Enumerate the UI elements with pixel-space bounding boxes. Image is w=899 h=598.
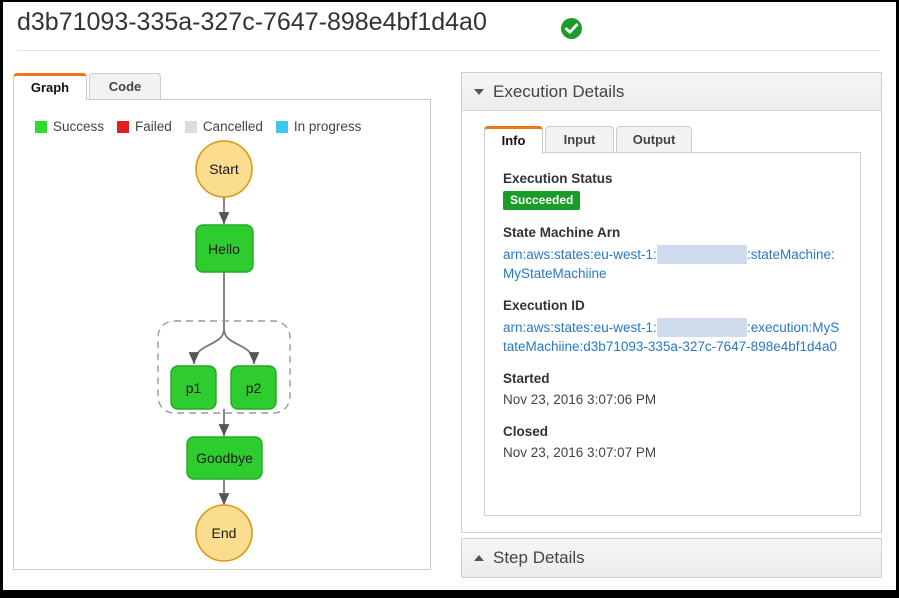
graph-node-p2-label: p2 xyxy=(246,380,262,396)
state-machine-arn-label: State Machine Arn xyxy=(503,225,621,240)
execution-details-header[interactable]: Execution Details xyxy=(462,73,881,111)
execution-details-title: Execution Details xyxy=(493,81,625,101)
page-header: d3b71093-335a-327c-7647-898e4bf1d4a0 xyxy=(11,4,888,52)
parallel-state-group xyxy=(157,320,291,414)
graph-node-goodbye[interactable]: Goodbye xyxy=(186,436,263,480)
legend-label-failed: Failed xyxy=(135,119,172,134)
triangle-down-icon[interactable] xyxy=(474,88,484,95)
tab-code[interactable]: Code xyxy=(89,73,161,100)
graph-node-start-label: Start xyxy=(209,161,239,177)
page-title: d3b71093-335a-327c-7647-898e4bf1d4a0 xyxy=(17,8,487,36)
tab-info[interactable]: Info xyxy=(484,126,543,154)
legend-label-success: Success xyxy=(53,119,105,134)
closed-value: Nov 23, 2016 3:07:07 PM xyxy=(503,445,657,460)
legend-label-cancelled: Cancelled xyxy=(202,119,263,134)
execution-details-body: Info Input Output Execution Status Succe… xyxy=(462,111,881,533)
execution-id-link[interactable]: arn:aws:states:eu-west-1:000000000000:ex… xyxy=(503,318,842,356)
state-machine-arn-suffix: :stateMachine:MyStateMachiine xyxy=(503,247,835,281)
legend-item-success: Success xyxy=(35,119,104,134)
legend-item-in-progress: In progress xyxy=(275,119,362,134)
tab-output[interactable]: Output xyxy=(616,126,692,154)
execution-details-panel: Execution Details Info Input Output Exec… xyxy=(461,72,882,533)
graph-node-hello[interactable]: Hello xyxy=(195,224,254,273)
graph-legend: Success Failed Cancelled In progress xyxy=(35,119,361,134)
graph-node-start[interactable]: Start xyxy=(195,140,253,198)
legend-swatch-in-progress xyxy=(275,120,288,133)
execution-id-prefix: arn:aws:states:eu-west-1: xyxy=(503,320,657,335)
field-execution-status: Execution Status Succeeded xyxy=(503,171,842,210)
state-machine-arn-prefix: arn:aws:states:eu-west-1: xyxy=(503,247,657,262)
edge-parallel-p1 xyxy=(188,328,225,365)
redacted-account-id: 000000000000 xyxy=(656,245,747,264)
field-state-machine-arn: State Machine Arn arn:aws:states:eu-west… xyxy=(503,225,842,283)
tab-input[interactable]: Input xyxy=(545,126,614,154)
graph-node-end-label: End xyxy=(212,525,237,541)
step-details-header[interactable]: Step Details xyxy=(462,539,881,577)
legend-item-failed: Failed xyxy=(117,119,172,134)
field-started: Started Nov 23, 2016 3:07:06 PM xyxy=(503,371,842,409)
graph-node-hello-label: Hello xyxy=(208,241,240,257)
graph-node-p1-label: p1 xyxy=(186,380,202,396)
legend-item-cancelled: Cancelled xyxy=(184,119,263,134)
graph-tabbar: Graph Code xyxy=(13,68,433,100)
graph-pane: Graph Code Success Failed Cancelled In p… xyxy=(13,68,433,572)
execution-status-label: Execution Status xyxy=(503,171,613,186)
success-check-icon xyxy=(560,17,583,40)
field-execution-id: Execution ID arn:aws:states:eu-west-1:00… xyxy=(503,298,842,356)
started-value: Nov 23, 2016 3:07:06 PM xyxy=(503,392,657,407)
legend-swatch-cancelled xyxy=(184,120,197,133)
graph-node-goodbye-label: Goodbye xyxy=(196,450,253,466)
status-badge: Succeeded xyxy=(503,191,581,210)
graph-node-end[interactable]: End xyxy=(195,504,253,562)
legend-swatch-success xyxy=(35,120,47,133)
execution-id-label: Execution ID xyxy=(503,298,585,313)
graph-node-p1[interactable]: p1 xyxy=(170,365,217,410)
graph-node-p2[interactable]: p2 xyxy=(230,365,277,410)
closed-label: Closed xyxy=(503,424,549,439)
header-divider xyxy=(17,50,880,51)
details-pane: Execution Details Info Input Output Exec… xyxy=(461,72,882,578)
legend-label-in-progress: In progress xyxy=(293,119,362,134)
info-tab-content: Execution Status Succeeded State Machine… xyxy=(484,152,861,516)
tab-graph[interactable]: Graph xyxy=(13,73,87,100)
edge-parallel-p2 xyxy=(223,328,260,365)
field-closed: Closed Nov 23, 2016 3:07:07 PM xyxy=(503,424,842,462)
redacted-account-id-2: 000000000000 xyxy=(656,318,747,337)
execution-id-suffix: :execution:MyStateMachiine:d3b71093-335a… xyxy=(503,320,840,354)
started-label: Started xyxy=(503,371,550,386)
state-machine-graph[interactable]: Start Hello p1 p2 Goodbye xyxy=(13,99,431,570)
legend-swatch-failed xyxy=(117,120,130,133)
triangle-up-icon[interactable] xyxy=(474,555,484,561)
state-machine-arn-link[interactable]: arn:aws:states:eu-west-1:000000000000:st… xyxy=(503,245,842,283)
step-details-title: Step Details xyxy=(493,548,585,567)
step-details-panel: Step Details xyxy=(461,538,882,578)
